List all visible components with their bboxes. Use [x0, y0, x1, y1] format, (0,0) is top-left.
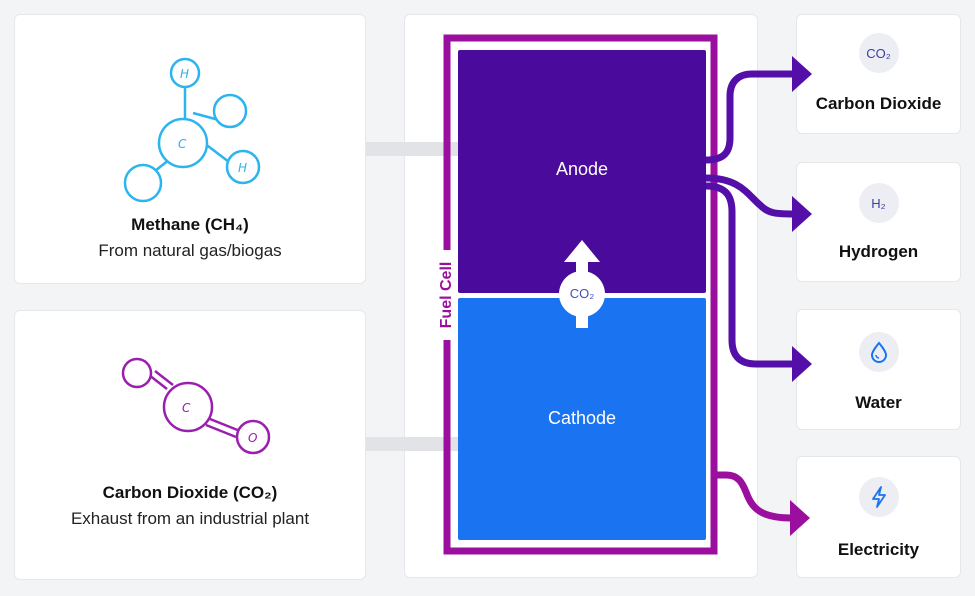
cathode-label: Cathode [547, 408, 617, 428]
lightning-bolt-icon [858, 477, 899, 517]
co2-card: C O Carbon Dioxide (CO₂) Exhaust from an… [14, 310, 366, 580]
methane-atom-c: C [178, 137, 187, 151]
arrowhead-carbon-dioxide [792, 56, 812, 92]
cathode-chamber [458, 298, 706, 540]
methane-atom-h-top: H [180, 67, 189, 81]
co2-transfer-arrow [564, 240, 600, 262]
output-card-electricity: Electricity [796, 456, 961, 578]
anode-label: Anode [555, 159, 609, 179]
output-label-carbon-dioxide: Carbon Dioxide [815, 94, 942, 113]
co2-title: Carbon Dioxide (CO₂) [102, 483, 278, 502]
anode-chamber [458, 50, 706, 293]
co2-subtitle: Exhaust from an industrial plant [70, 509, 310, 528]
co2-molecule-icon: C O [121, 357, 271, 455]
output-label-electricity: Electricity [837, 540, 920, 559]
co2-transfer-label: CO₂ [569, 286, 595, 301]
co2-transfer-badge [559, 271, 605, 317]
methane-subtitle: From natural gas/biogas [98, 241, 282, 260]
output-card-water: Water [796, 309, 961, 430]
output-label-hydrogen: Hydrogen [838, 242, 919, 261]
methane-atom-h-right: H [238, 161, 247, 175]
output-label-water: Water [855, 393, 902, 412]
arrowhead-water [792, 346, 812, 382]
flow-hydrogen [705, 174, 795, 218]
co2-badge-icon: CO₂ [858, 33, 899, 73]
output-card-hydrogen: H₂ Hydrogen [796, 162, 961, 282]
arrowhead-hydrogen [792, 196, 812, 232]
flow-electricity [714, 471, 793, 522]
flow-water [705, 182, 794, 368]
water-drop-icon [858, 332, 899, 372]
flow-carbon-dioxide [705, 70, 794, 164]
arrowhead-electricity [790, 500, 810, 536]
h2-badge-icon: H₂ [858, 183, 899, 223]
fuel-cell-label: Fuel Cell [438, 250, 456, 340]
methane-molecule-icon: H C H [123, 57, 261, 203]
methane-title: Methane (CH₄) [131, 215, 249, 234]
output-card-carbon-dioxide: CO₂ Carbon Dioxide [796, 14, 961, 134]
methane-card: H C H Methane (CH₄) From natural gas/bio… [14, 14, 366, 284]
co2-atom-c: C [182, 401, 191, 415]
co2-atom-o: O [248, 431, 257, 445]
